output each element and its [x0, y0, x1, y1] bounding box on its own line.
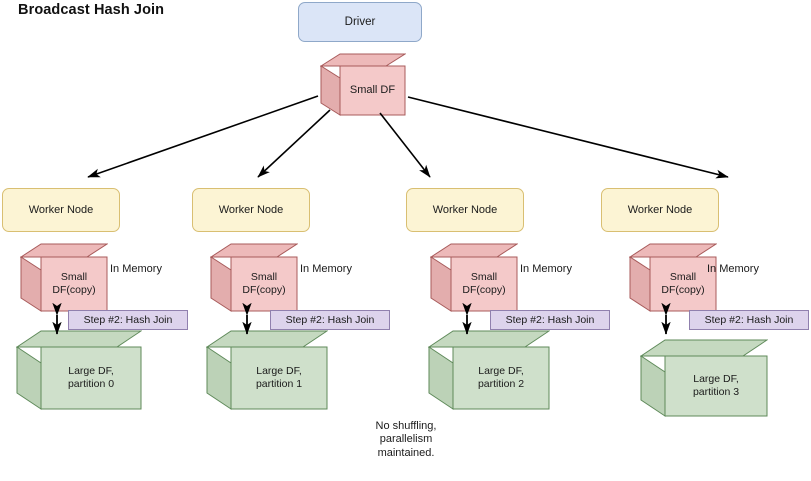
worker-node-box-3: Worker Node [406, 188, 524, 232]
broadcast-arrow-3 [379, 112, 431, 178]
in-memory-label-3: In Memory [520, 263, 572, 275]
broadcast-arrow-1 [87, 95, 319, 178]
small-df-copy-cube-2: Small DF(copy) [210, 243, 298, 312]
step-hash-join-box-1: Step #2: Hash Join [68, 310, 188, 330]
broadcast-arrow-2 [257, 109, 331, 178]
footnote-text: No shuffling, parallelism maintained. [375, 420, 437, 459]
large-df-cube-1: Large DF, partition 0 [16, 330, 142, 410]
large-df-cube-4: Large DF, partition 3 [640, 339, 768, 417]
step-hash-join-label-2: Step #2: Hash Join [285, 314, 375, 326]
in-memory-label-2: In Memory [300, 263, 352, 275]
worker-node-label-1: Worker Node [28, 204, 94, 216]
small-df-copy-cube-3: Small DF(copy) [430, 243, 518, 312]
step-hash-join-label-4: Step #2: Hash Join [704, 314, 794, 326]
worker-node-box-1: Worker Node [2, 188, 120, 232]
broadcast-arrow-4 [407, 96, 729, 179]
step-hash-join-box-3: Step #2: Hash Join [490, 310, 610, 330]
driver-node-box: Driver [298, 2, 422, 42]
in-memory-label-1: In Memory [110, 263, 162, 275]
worker-node-label-4: Worker Node [627, 204, 693, 216]
worker-node-label-3: Worker Node [432, 204, 498, 216]
broadcast-small-df-cube: Small DF [320, 53, 406, 116]
small-df-copy-cube-4: Small DF(copy) [629, 243, 717, 312]
large-df-cube-3: Large DF, partition 2 [428, 330, 550, 410]
small-df-copy-cube-1: Small DF(copy) [20, 243, 108, 312]
in-memory-label-4: In Memory [707, 263, 759, 275]
step-hash-join-label-3: Step #2: Hash Join [505, 314, 595, 326]
step-hash-join-label-1: Step #2: Hash Join [83, 314, 173, 326]
step-hash-join-box-2: Step #2: Hash Join [270, 310, 390, 330]
worker-node-box-2: Worker Node [192, 188, 310, 232]
page-title: Broadcast Hash Join [18, 2, 165, 18]
large-df-cube-2: Large DF, partition 1 [206, 330, 328, 410]
worker-node-label-2: Worker Node [218, 204, 284, 216]
driver-label: Driver [344, 16, 376, 28]
worker-node-box-4: Worker Node [601, 188, 719, 232]
step-hash-join-box-4: Step #2: Hash Join [689, 310, 809, 330]
